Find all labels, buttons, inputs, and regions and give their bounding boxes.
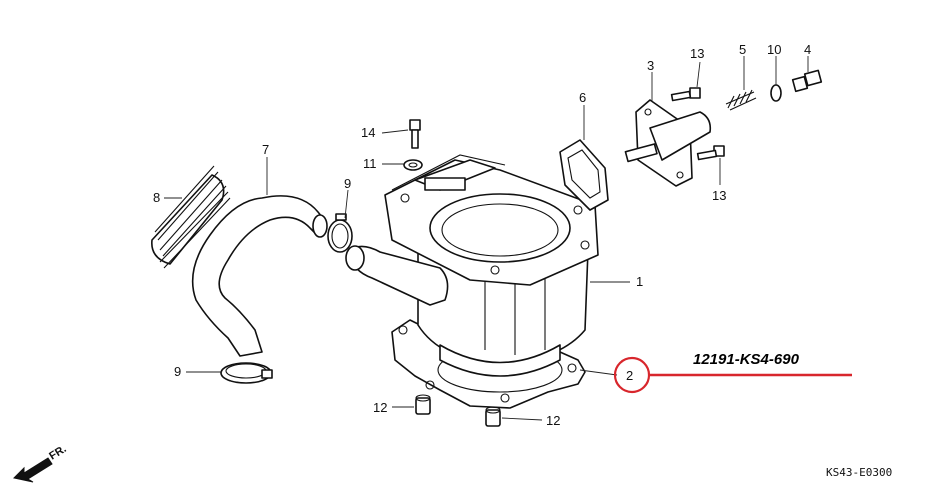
callout-5: 5 xyxy=(739,42,746,57)
bolt-13-upper xyxy=(670,87,701,102)
highlighted-part-number: 12191-KS4-690 xyxy=(693,351,800,368)
bolt-13-lower xyxy=(696,145,725,161)
callout-3: 3 xyxy=(647,58,654,73)
dowel-pin-12-left xyxy=(415,394,431,415)
highlight-circle xyxy=(613,356,651,394)
callout-1: 1 xyxy=(636,274,643,289)
water-hose xyxy=(191,195,328,357)
callout-10: 10 xyxy=(767,42,781,57)
cam-chain-tensioner xyxy=(624,99,712,187)
callout-13-lower: 13 xyxy=(712,188,726,203)
callout-9-lower: 9 xyxy=(174,364,181,379)
callout-6: 6 xyxy=(579,90,586,105)
sealing-bolt-4 xyxy=(791,69,823,93)
leader-lines xyxy=(164,56,809,421)
spring xyxy=(151,165,231,269)
front-direction-arrow: FR. xyxy=(12,443,69,483)
callout-7: 7 xyxy=(262,142,269,157)
callout-4: 4 xyxy=(804,42,811,57)
hose-clamp-upper xyxy=(327,213,353,253)
callout-12-right: 12 xyxy=(546,413,560,428)
tensioner-gasket xyxy=(559,139,609,211)
callout-14: 14 xyxy=(361,125,375,140)
arrow-icon xyxy=(12,457,53,483)
callout-9-upper: 9 xyxy=(344,176,351,191)
dowel-pin-12-right xyxy=(485,406,501,427)
callout-2: 2 xyxy=(626,368,633,383)
callout-8: 8 xyxy=(153,190,160,205)
washer-10 xyxy=(770,84,782,102)
spring-5 xyxy=(725,89,757,111)
hose-clamp-lower xyxy=(220,362,273,384)
callout-12-left: 12 xyxy=(373,400,387,415)
cylinder xyxy=(345,154,599,377)
direction-label: FR. xyxy=(47,443,68,463)
callout-13-upper: 13 xyxy=(690,46,704,61)
bolt-14 xyxy=(409,119,421,149)
washer-11 xyxy=(403,159,423,171)
callout-11: 11 xyxy=(363,156,377,171)
diagram-reference-code: KS43-E0300 xyxy=(826,466,892,479)
